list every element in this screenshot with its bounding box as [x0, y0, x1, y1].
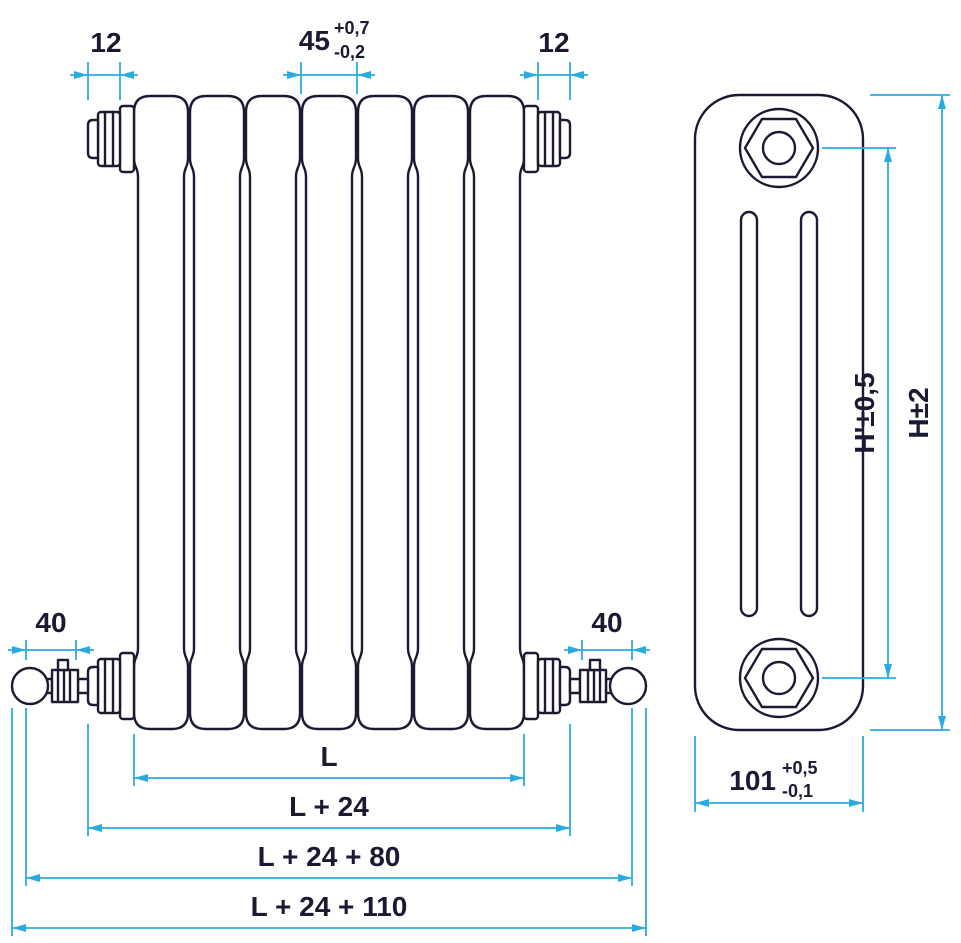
arrowhead	[849, 799, 863, 807]
arrowhead	[618, 874, 632, 882]
arrowhead	[287, 71, 301, 79]
section-6	[412, 94, 470, 731]
section-2	[188, 94, 246, 731]
plug-top-left	[86, 104, 136, 174]
section-7	[468, 94, 526, 731]
side-view-body	[693, 93, 865, 732]
dim-height-overall-group: H±2	[870, 94, 950, 731]
dim-length-label: L	[320, 741, 337, 772]
arrowhead	[632, 646, 646, 654]
dim-length-group: L	[133, 734, 525, 786]
arrowhead	[938, 95, 946, 109]
arrowhead	[938, 716, 946, 730]
dim-plug-right-label: 12	[538, 27, 569, 58]
plug-top-right	[522, 104, 572, 174]
dim-depth-label: 101	[729, 765, 776, 796]
dim-length-plugs-label: L + 24	[289, 791, 369, 822]
plug-bottom-left	[86, 651, 136, 721]
plug-bottom-right	[522, 651, 572, 721]
arrowhead	[570, 71, 584, 79]
arrowhead	[74, 71, 88, 79]
arrowhead	[884, 148, 892, 162]
dim-depth-tol-minus-label: -0,1	[782, 781, 813, 801]
arrowhead	[120, 71, 134, 79]
arrowhead	[884, 664, 892, 678]
arrowhead	[88, 824, 102, 832]
front-view	[10, 94, 648, 731]
side-view	[693, 93, 865, 732]
fitting-bottom	[738, 637, 820, 719]
valve-bottom-left	[10, 658, 90, 706]
arrowhead	[357, 71, 371, 79]
arrowhead	[76, 646, 90, 654]
arrowhead	[26, 874, 40, 882]
section-4	[300, 94, 358, 731]
dim-length-valves-group: L + 24 + 80	[25, 708, 633, 886]
section-1	[132, 94, 190, 731]
dim-plug-right-group: 12	[520, 27, 588, 100]
dim-height-overall-label: H±2	[903, 387, 934, 438]
valve-bottom-right	[568, 658, 648, 706]
dim-valve-left-group: 40	[8, 607, 94, 660]
column-groove-left	[739, 210, 759, 618]
dim-pitch-tol-plus-label: +0,7	[334, 18, 370, 38]
dim-length-valves-label: L + 24 + 80	[258, 841, 401, 872]
arrowhead	[556, 824, 570, 832]
dim-pitch-label: 45	[299, 25, 330, 56]
arrowhead	[568, 646, 582, 654]
arrowhead	[695, 799, 709, 807]
radiator-sections	[132, 94, 526, 731]
dim-length-overall-group: L + 24 + 110	[11, 708, 647, 936]
dim-pitch-tol-minus-label: -0,2	[334, 42, 365, 62]
arrowhead	[134, 774, 148, 782]
dim-plug-left-label: 12	[90, 27, 121, 58]
arrowhead	[12, 646, 26, 654]
dim-valve-right-group: 40	[564, 607, 650, 660]
dim-length-overall-label: L + 24 + 110	[251, 891, 408, 922]
arrowhead	[12, 924, 26, 932]
dim-pitch-group: 45 +0,7 -0,2	[283, 18, 375, 94]
dim-valve-right-label: 40	[591, 607, 622, 638]
section-3	[244, 94, 302, 731]
fitting-top	[738, 107, 820, 189]
dim-height-axis-group: H'±0,5	[822, 147, 896, 679]
dim-depth-group: 101 +0,5 -0,1	[694, 736, 864, 812]
arrowhead	[632, 924, 646, 932]
section-5	[356, 94, 414, 731]
arrowhead	[510, 774, 524, 782]
dim-plug-left-group: 12	[70, 27, 138, 100]
dim-valve-left-label: 40	[35, 607, 66, 638]
arrowhead	[524, 71, 538, 79]
dim-depth-tol-plus-label: +0,5	[782, 758, 818, 778]
dim-height-axis-label: H'±0,5	[849, 372, 880, 453]
side-profile	[693, 93, 865, 732]
dim-length-plugs-group: L + 24	[87, 724, 571, 836]
column-groove-right	[799, 210, 819, 618]
